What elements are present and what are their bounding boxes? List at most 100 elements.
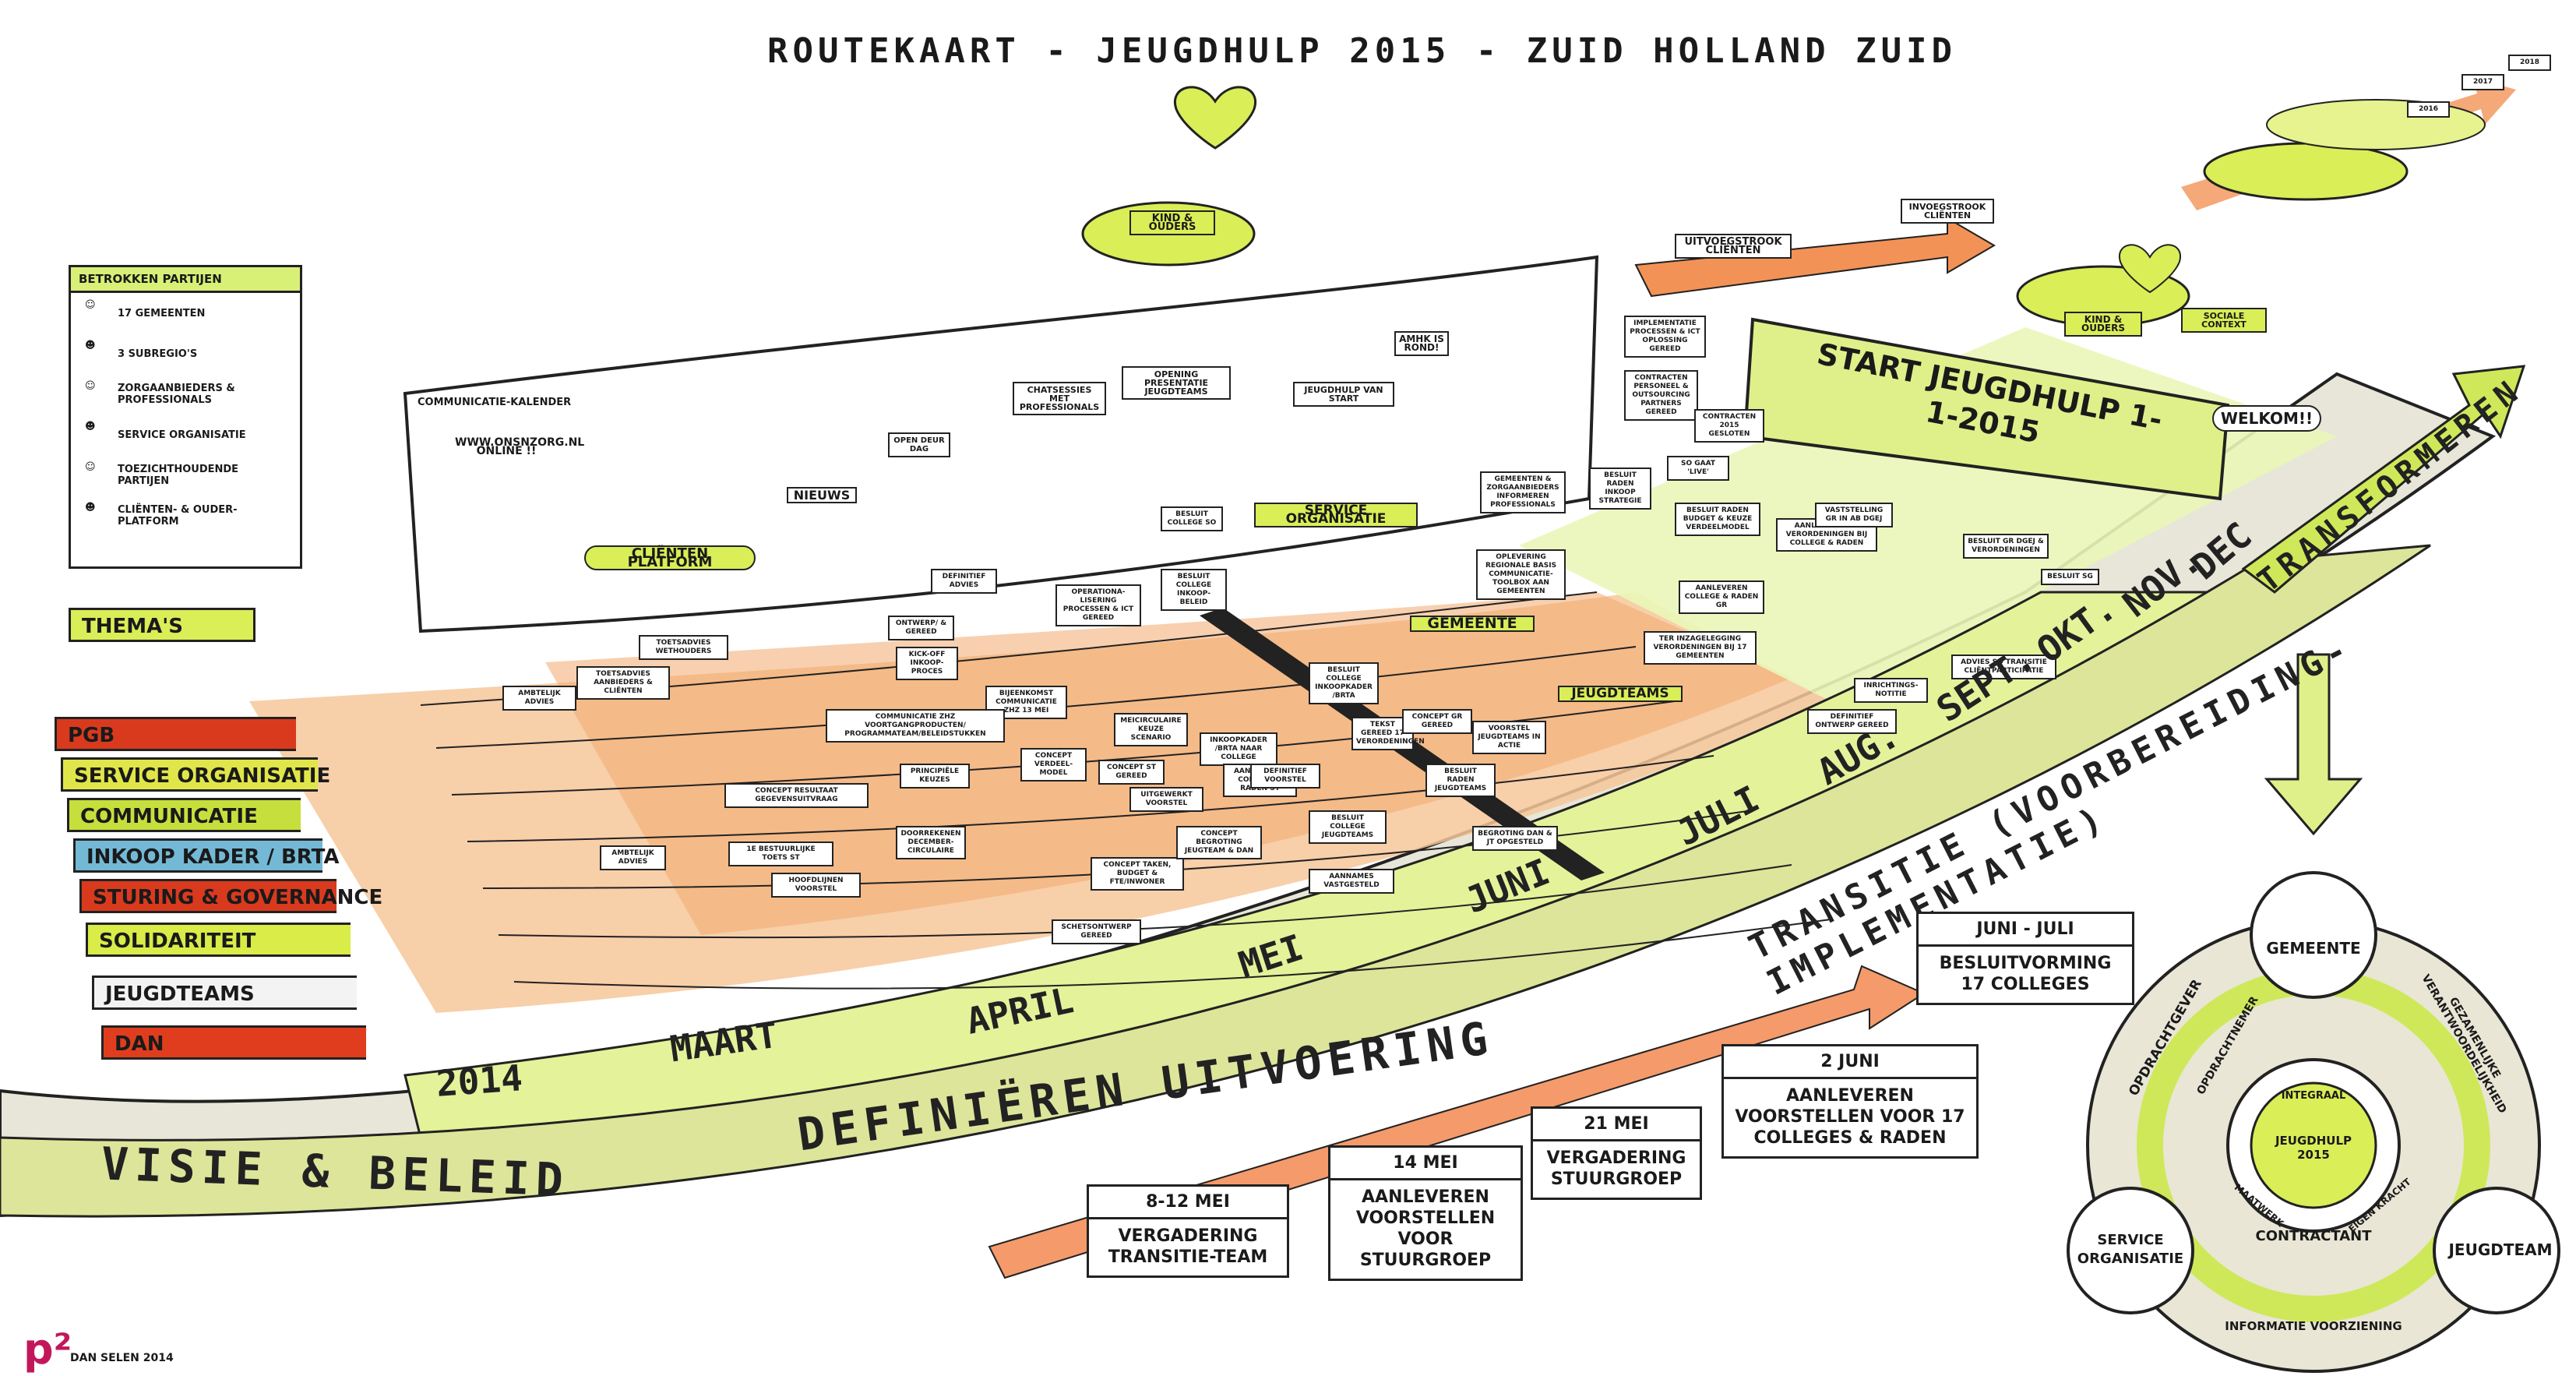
year-sign-2017: 2017: [2461, 74, 2504, 90]
pillar-service-organisatie: SERVICE ORGANISATIE: [1254, 503, 1418, 527]
legend-header: BETROKKEN PARTIJEN: [71, 267, 300, 293]
cycle-informatie: INFORMATIE VOORZIENING: [2225, 1319, 2402, 1333]
meeting-date: 8-12 MEI: [1089, 1187, 1287, 1219]
kind-ouders-sign: KIND & OUDERS: [1129, 210, 1215, 235]
theme-dan[interactable]: DAN: [101, 1025, 366, 1060]
milestone-card: AANNAMES VASTGESTELD: [1309, 869, 1394, 894]
meeting-stuurgroep: 21 MEI VERGADERING STUURGROEP: [1531, 1106, 1702, 1200]
milestone-card: BESLUIT GR DGEJ & VERORDENINGEN: [1963, 534, 2049, 559]
milestone-card: DEFINITIEF ONTWERP GEREED: [1807, 709, 1897, 734]
meeting-date: 14 MEI: [1330, 1148, 1521, 1180]
legend-item: ☻SERVICE ORGANISATIE: [71, 415, 300, 455]
service-organisatie-icon: ☻: [85, 421, 96, 432]
theme-solidariteit[interactable]: SOLIDARITEIT: [86, 923, 351, 957]
meeting-text: BESLUITVORMING 17 COLLEGES: [1939, 954, 2112, 994]
milestone-card: CONTRACTEN PERSONEEL & OUTSOURCING PARTN…: [1624, 370, 1698, 421]
artist-signature: DAN SELEN 2014: [70, 1352, 174, 1364]
milestone-card: IMPLEMENTATIE PROCESSEN & ICT OPLOSSING …: [1624, 316, 1706, 358]
milestone-card: BEGROTING DAN & JT OPGESTELD: [1472, 826, 1558, 851]
meeting-text: VERGADERING TRANSITIE-TEAM: [1108, 1226, 1268, 1267]
legend-item: ☺ZORGAANBIEDERS & PROFESSIONALS: [71, 374, 300, 415]
amhk-label: AMHK IS ROND!: [1394, 331, 1449, 356]
invoegstrook-sign: INVOEGSTROOK CLIËNTEN: [1901, 199, 1994, 224]
milestone-card: GEMEENTEN & ZORGAANBIEDERS INFORMEREN PR…: [1480, 471, 1566, 513]
milestone-card: BESLUIT COLLEGE INKOOP-BELEID: [1161, 569, 1227, 611]
milestone-card: BESLUIT RADEN JEUGDTEAMS: [1425, 764, 1496, 797]
milestone-card: AMBTELIJK ADVIES: [600, 845, 666, 870]
jeugdhulp-start-label: JEUGDHULP VAN START: [1293, 382, 1394, 407]
clienten-platform-label: CLIËNTEN PLATFORM: [584, 545, 756, 570]
milestone-card: 1E BESTUURLIJKE TOETS ST: [728, 841, 833, 866]
open-deur-dag-label: OPEN DEUR DAG: [888, 432, 950, 457]
meeting-text: AANLEVEREN VOORSTELLEN VOOR STUURGROEP: [1355, 1187, 1496, 1270]
milestone-card: OPERATIONA-LISERING PROCESSEN & ICT GERE…: [1055, 584, 1141, 626]
milestone-card: MEICIRCULAIRE KEUZE SCENARIO: [1114, 713, 1188, 746]
legend-item: ☺TOEZICHTHOUDENDE PARTIJEN: [71, 455, 300, 496]
cycle-center: JEUGDHULP 2015: [2275, 1134, 2352, 1162]
opening-label: OPENING PRESENTATIE JEUGDTEAMS: [1122, 366, 1231, 400]
nieuws-label: NIEUWS: [787, 487, 857, 503]
theme-inkoop-kader[interactable]: INKOOP KADER / BRTA: [73, 838, 339, 873]
pillar-jeugdteams: JEUGDTEAMS: [1558, 686, 1683, 702]
sociale-context-sign: SOCIALE CONTEXT: [2181, 308, 2267, 333]
milestone-card: CONCEPT VERDEEL-MODEL: [1020, 748, 1087, 781]
zorgaanbieders-icon: ☺: [85, 380, 96, 392]
theme-sturing-governance[interactable]: STURING & GOVERNANCE: [79, 879, 382, 913]
milestone-card: ONTWERP/ & GEREED: [888, 616, 954, 640]
welkom-bubble: WELKOM!!: [2212, 405, 2321, 432]
uitvoegstrook-sign: UITVOEGSTROOK CLIËNTEN: [1675, 234, 1792, 259]
milestone-card: TOETSADVIES AANBIEDERS & CLIËNTEN: [576, 666, 670, 700]
milestone-card: CONTRACTEN 2015 GESLOTEN: [1694, 409, 1764, 443]
milestone-card: BESLUIT RADEN BUDGET & KEUZE VERDEELMODE…: [1675, 503, 1760, 536]
theme-pgb[interactable]: PGB: [55, 717, 296, 751]
theme-communicatie[interactable]: COMMUNICATIE: [67, 798, 301, 832]
legend-item: ☻CLIËNTEN- & OUDER-PLATFORM: [71, 496, 300, 536]
theme-jeugdteams[interactable]: JEUGDTEAMS: [92, 976, 357, 1010]
milestone-card: CONCEPT ST GEREED: [1098, 760, 1165, 785]
milestone-card: INKOOPKADER /BRTA NAAR COLLEGE: [1200, 732, 1277, 766]
theme-service-organisatie[interactable]: SERVICE ORGANISATIE: [61, 757, 330, 792]
milestone-card: KICK-OFF INKOOP-PROCES: [896, 647, 958, 680]
platform-icon: ☻: [85, 502, 96, 513]
milestone-card: UITGEWERKT VOORSTEL: [1129, 787, 1203, 812]
milestone-card: BESLUIT COLLEGE SO: [1161, 506, 1223, 531]
cycle-gemeente: GEMEENTE: [2266, 939, 2361, 958]
milestone-card: CONCEPT RESULTAAT GEGEVENSUITVRAAG: [724, 783, 869, 808]
cycle-jeugdteam: JEUGDTEAM: [2448, 1240, 2553, 1259]
meeting-transitie-team: 8-12 MEI VERGADERING TRANSITIE-TEAM: [1087, 1184, 1289, 1278]
milestone-card: BESLUIT RADEN INKOOP STRATEGIE: [1589, 467, 1651, 510]
toezicht-icon: ☺: [85, 461, 96, 473]
meeting-date: 21 MEI: [1533, 1109, 1700, 1141]
milestone-card: VASTSTELLING GR IN AB DGEJ: [1815, 503, 1893, 527]
cycle-integraal: INTEGRAAL: [2281, 1090, 2346, 1102]
meeting-besluitvorming: JUNI - JULI BESLUITVORMING 17 COLLEGES: [1916, 912, 2134, 1005]
meeting-date: JUNI - JULI: [1919, 914, 2132, 947]
milestone-card: OPLEVERING REGIONALE BASIS COMMUNICATIE-…: [1476, 549, 1566, 600]
milestone-card: TEKST GEREED 17 VERORDENINGEN: [1351, 717, 1425, 750]
milestone-card: BESLUIT COLLEGE JEUGDTEAMS: [1309, 810, 1387, 844]
timeline-month: 2014: [435, 1057, 524, 1105]
pillar-gemeente: GEMEENTE: [1410, 616, 1535, 632]
legend-panel: BETROKKEN PARTIJEN ☺17 GEMEENTEN ☻3 SUBR…: [69, 265, 302, 569]
milestone-card: CONCEPT GR GEREED: [1402, 709, 1472, 734]
meeting-text: VERGADERING STUURGROEP: [1546, 1148, 1686, 1189]
meeting-date: 2 JUNI: [1724, 1046, 1976, 1079]
chatsessies-label: CHATSESSIES MET PROFESSIONALS: [1013, 382, 1106, 415]
milestone-card: DEFINITIEF VOORSTEL: [1250, 764, 1320, 789]
milestone-card: TER INZAGELEGGING VERORDENINGEN BIJ 17 G…: [1644, 631, 1757, 665]
milestone-card: BESLUIT SG: [2041, 569, 2099, 585]
milestone-card: DEFINITIEF ADVIES: [931, 569, 997, 594]
site-online-label: WWW.ONSNZORG.NL ONLINE !!: [455, 436, 585, 457]
kind-ouders-sign: KIND & OUDERS: [2064, 312, 2142, 337]
legend-item: ☻3 SUBREGIO'S: [71, 333, 300, 374]
milestone-card: VOORSTEL JEUGDTEAMS IN ACTIE: [1472, 721, 1546, 754]
milestone-card: CONCEPT BEGROTING JEUGTEAM & DAN: [1176, 826, 1262, 859]
cycle-contractant: CONTRACTANT: [2255, 1228, 2372, 1244]
meeting-stuurgroep-voorstellen: 14 MEI AANLEVEREN VOORSTELLEN VOOR STUUR…: [1328, 1145, 1523, 1281]
page-title: ROUTEKAART - JEUGDHULP 2015 - ZUID HOLLA…: [767, 31, 1958, 71]
legend-item: ☺17 GEMEENTEN: [71, 293, 300, 333]
milestone-card: ADVIES SO TRANSITIE CLIËNTPARTICIPATIE: [1951, 654, 2056, 679]
gemeenten-icon: ☺: [85, 299, 96, 311]
subregio-icon: ☻: [85, 340, 96, 351]
year-sign-2018: 2018: [2508, 55, 2551, 71]
